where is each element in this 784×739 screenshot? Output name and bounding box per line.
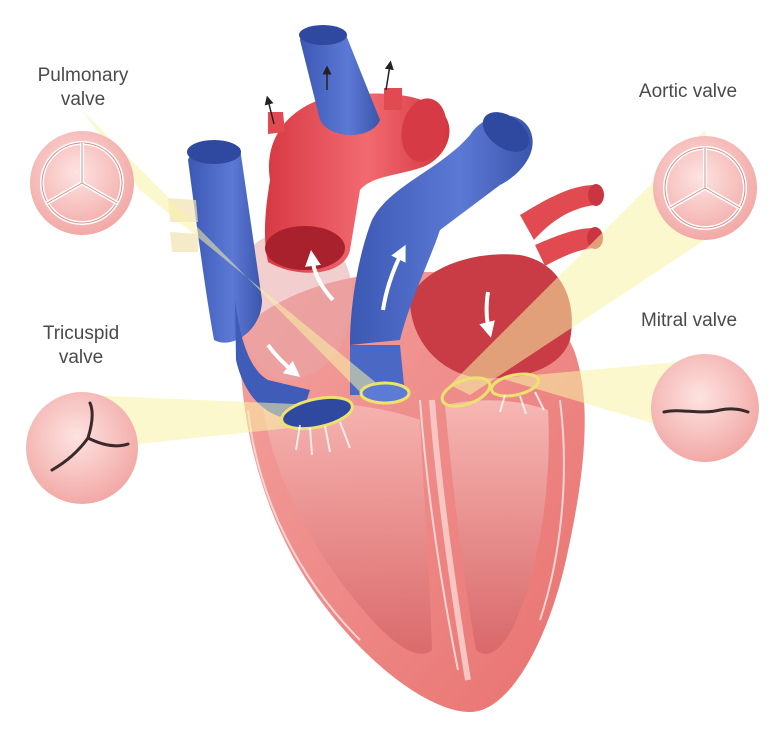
mitral-valve-ring [489,372,541,398]
aortic-valve-ring [440,376,492,408]
aortic-valve-closeup [653,136,757,240]
pulmonary-valve-label-line1: Pulmonary [37,65,129,86]
tricuspid-valve-closeup [26,392,138,504]
blood-flow-arrows [264,60,495,377]
tricuspid-valve-label-line1: Tricuspid [42,323,120,344]
pulmonary-valve-label-line2: valve [60,89,106,110]
pulmonary-veins [520,184,604,266]
superior-vena-cava [187,140,262,343]
aortic-valve-label: Aortic valve [632,80,744,104]
tricuspid-valve-label-line2: valve [58,347,104,368]
tricuspid-valve-ring [280,395,354,431]
inferior-vena-cava [235,300,310,420]
aortic-valve-label-line1: Aortic valve [638,81,738,102]
mitral-valve-closeup [651,354,759,462]
pulmonary-valve-closeup [30,131,134,235]
valve-rings [280,372,545,456]
mitral-valve-label: Mitral valve [630,309,748,333]
pulmonary-valve-ring [359,381,411,405]
tricuspid-valve-label: Tricuspid valve [22,322,140,370]
pulmonary-valve-label: Pulmonary valve [24,64,142,112]
mitral-valve-label-line1: Mitral valve [640,310,738,331]
